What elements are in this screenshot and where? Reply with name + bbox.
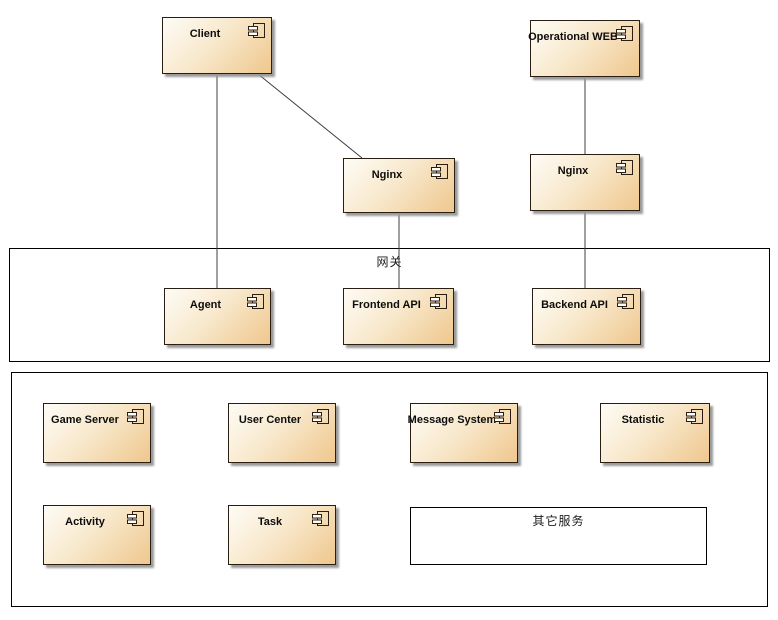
component-nginx-right[interactable]: Nginx xyxy=(530,154,640,211)
component-game-server[interactable]: Game Server xyxy=(43,403,151,463)
component-activity-label: Activity xyxy=(65,516,105,528)
component-backend-api[interactable]: Backend API xyxy=(532,288,641,345)
component-nginx-left[interactable]: Nginx xyxy=(343,158,455,213)
component-frontend-api[interactable]: Frontend API xyxy=(343,288,454,345)
component-client[interactable]: Client xyxy=(162,17,272,74)
container-services[interactable] xyxy=(11,372,768,607)
component-user-center-label: User Center xyxy=(238,414,302,426)
component-task[interactable]: Task xyxy=(228,505,336,565)
component-backend-api-label: Backend API xyxy=(541,299,608,311)
component-icon xyxy=(311,408,331,426)
component-statistic[interactable]: Statistic xyxy=(600,403,710,463)
component-operational-web[interactable]: Operational WEB xyxy=(528,20,640,77)
component-operational-web-label: Operational WEB xyxy=(528,31,618,43)
container-gateway-label: 网关 xyxy=(376,255,403,269)
component-task-label: Task xyxy=(257,516,283,528)
box-other-services[interactable]: 其它服务 xyxy=(410,507,707,565)
component-icon xyxy=(493,408,513,426)
component-icon xyxy=(126,510,146,528)
box-other-services-label: 其它服务 xyxy=(532,514,585,528)
component-agent-label: Agent xyxy=(189,299,222,311)
component-statistic-label: Statistic xyxy=(621,414,665,426)
component-icon xyxy=(429,293,449,311)
component-message-system[interactable]: Message System xyxy=(407,403,518,463)
component-icon xyxy=(311,510,331,528)
container-gateway[interactable]: 网关 xyxy=(9,248,770,362)
component-icon xyxy=(430,163,450,181)
component-activity[interactable]: Activity xyxy=(43,505,151,565)
component-icon xyxy=(246,293,266,311)
component-icon xyxy=(685,408,705,426)
component-icon xyxy=(126,408,146,426)
component-nginx-left-label: Nginx xyxy=(371,169,403,181)
component-nginx-right-label: Nginx xyxy=(557,165,589,177)
component-user-center[interactable]: User Center xyxy=(228,403,336,463)
component-message-system-label: Message System xyxy=(407,414,497,426)
component-icon xyxy=(247,22,267,40)
component-agent[interactable]: Agent xyxy=(164,288,271,345)
component-frontend-api-label: Frontend API xyxy=(352,299,421,311)
component-icon xyxy=(615,159,635,177)
component-icon xyxy=(616,293,636,311)
connector-client-nginx[interactable] xyxy=(257,73,363,159)
component-game-server-label: Game Server xyxy=(51,414,119,426)
component-client-label: Client xyxy=(189,28,221,40)
component-icon xyxy=(615,25,635,43)
